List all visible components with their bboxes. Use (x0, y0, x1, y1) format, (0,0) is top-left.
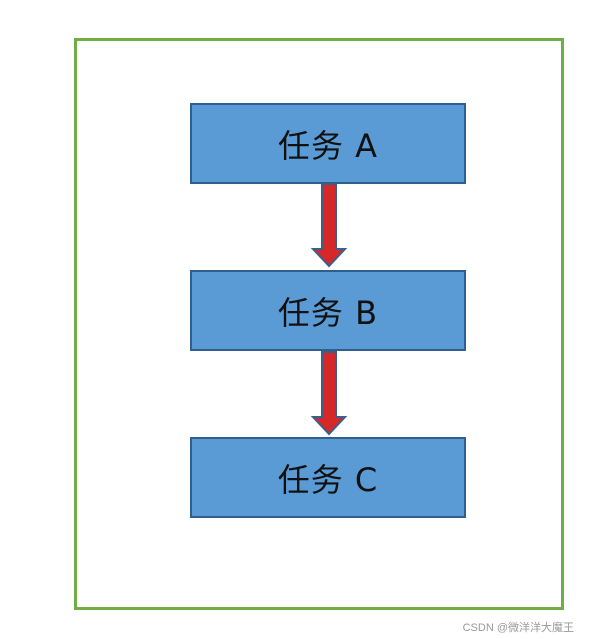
task-a-box: 任务 A (190, 103, 466, 184)
arrow-a-to-b (310, 183, 348, 268)
task-c-box: 任务 C (190, 437, 466, 518)
task-c-label: 任务 C (277, 460, 379, 499)
arrow-b-to-c (310, 351, 348, 436)
task-a-label: 任务 A (277, 126, 379, 165)
diagram-frame (74, 38, 564, 610)
task-b-box: 任务 B (190, 270, 466, 351)
task-b-label: 任务 B (277, 293, 379, 332)
watermark-text: CSDN @微洋洋大魔王 (462, 622, 574, 634)
